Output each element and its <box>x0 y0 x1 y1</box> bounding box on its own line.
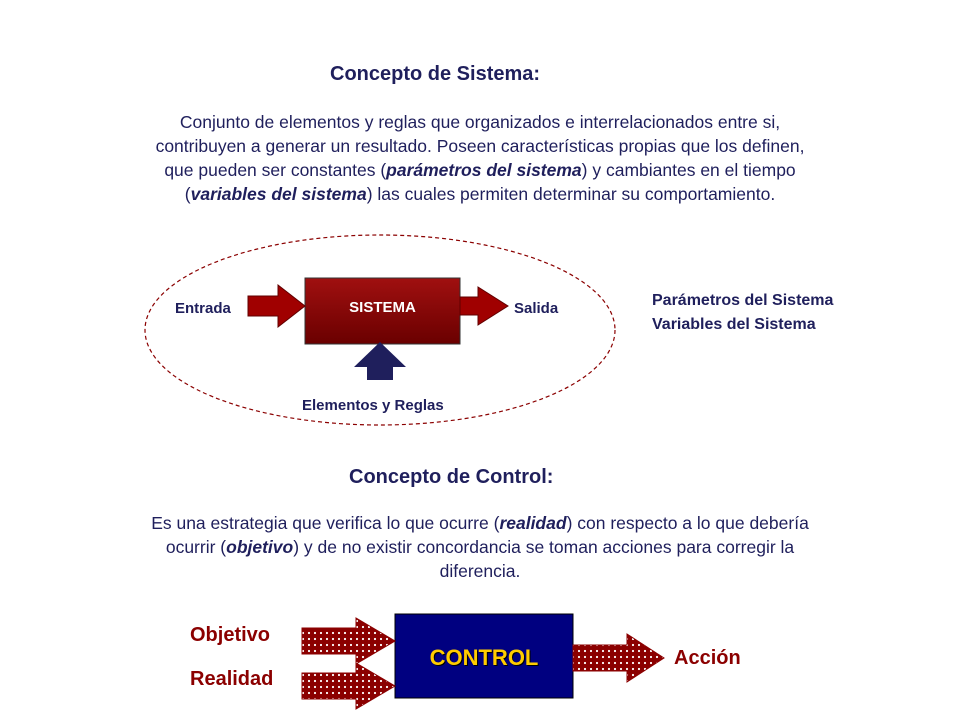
entrada-arrow <box>247 283 306 329</box>
text-segment: que pueden ser constantes ( <box>164 160 387 180</box>
sistema-paragraph: Conjunto de elementos y reglas que organ… <box>30 110 930 206</box>
emphasis-variables: variables del sistema <box>190 184 367 204</box>
sistema-line-1: Conjunto de elementos y reglas que organ… <box>179 112 781 132</box>
elementos-up-arrow <box>354 342 406 380</box>
text-segment: ) y cambiantes en el tiempo <box>581 160 796 180</box>
parametros-label: Parámetros del Sistema <box>652 292 834 309</box>
text-segment: Es una estrategia que verifica lo que oc… <box>151 513 500 533</box>
sistema-title: Concepto de Sistema: <box>330 63 541 85</box>
control-line-3: diferencia. <box>439 561 521 581</box>
sistema-line-3: que pueden ser constantes (parámetros de… <box>30 158 930 182</box>
emphasis-objetivo: objetivo <box>226 537 294 557</box>
realidad-label: Realidad <box>190 668 274 690</box>
salida-label: Salida <box>514 300 559 317</box>
entrada-label: Entrada <box>175 300 231 317</box>
realidad-arrow <box>301 662 396 710</box>
emphasis-realidad: realidad <box>499 513 567 533</box>
control-paragraph: Es una estrategia que verifica lo que oc… <box>30 511 930 583</box>
objetivo-arrow <box>301 617 396 665</box>
text-segment: ) las cuales permiten determinar su comp… <box>366 184 776 204</box>
variables-label: Variables del Sistema <box>652 316 816 333</box>
system-boundary-ellipse <box>144 234 616 426</box>
text-segment: ) con respecto a lo que debería <box>566 513 809 533</box>
sistema-box-label: SISTEMA <box>349 299 416 316</box>
emphasis-parametros: parámetros del sistema <box>386 160 582 180</box>
control-line-1: Es una estrategia que verifica lo que oc… <box>30 511 930 535</box>
objetivo-label: Objetivo <box>190 624 271 646</box>
control-line-2: ocurrir (objetivo) y de no existir conco… <box>30 535 930 559</box>
text-segment: ( <box>184 184 191 204</box>
accion-label: Acción <box>674 647 741 669</box>
text-segment: ) y de no existir concordancia se toman … <box>293 537 795 557</box>
control-title: Concepto de Control: <box>349 466 554 488</box>
parametros-variables-list: Parámetros del Sistema Variables del Sis… <box>652 289 833 337</box>
control-box-label: CONTROL <box>429 645 539 670</box>
sistema-line-2: contribuyen a generar un resultado. Pose… <box>155 136 805 156</box>
control-box <box>394 613 574 699</box>
text-segment: ocurrir ( <box>165 537 227 557</box>
elementos-reglas-label: Elementos y Reglas <box>302 397 444 414</box>
accion-arrow <box>572 633 665 683</box>
salida-arrow <box>459 286 509 326</box>
sistema-line-4: (variables del sistema) las cuales permi… <box>30 182 930 206</box>
